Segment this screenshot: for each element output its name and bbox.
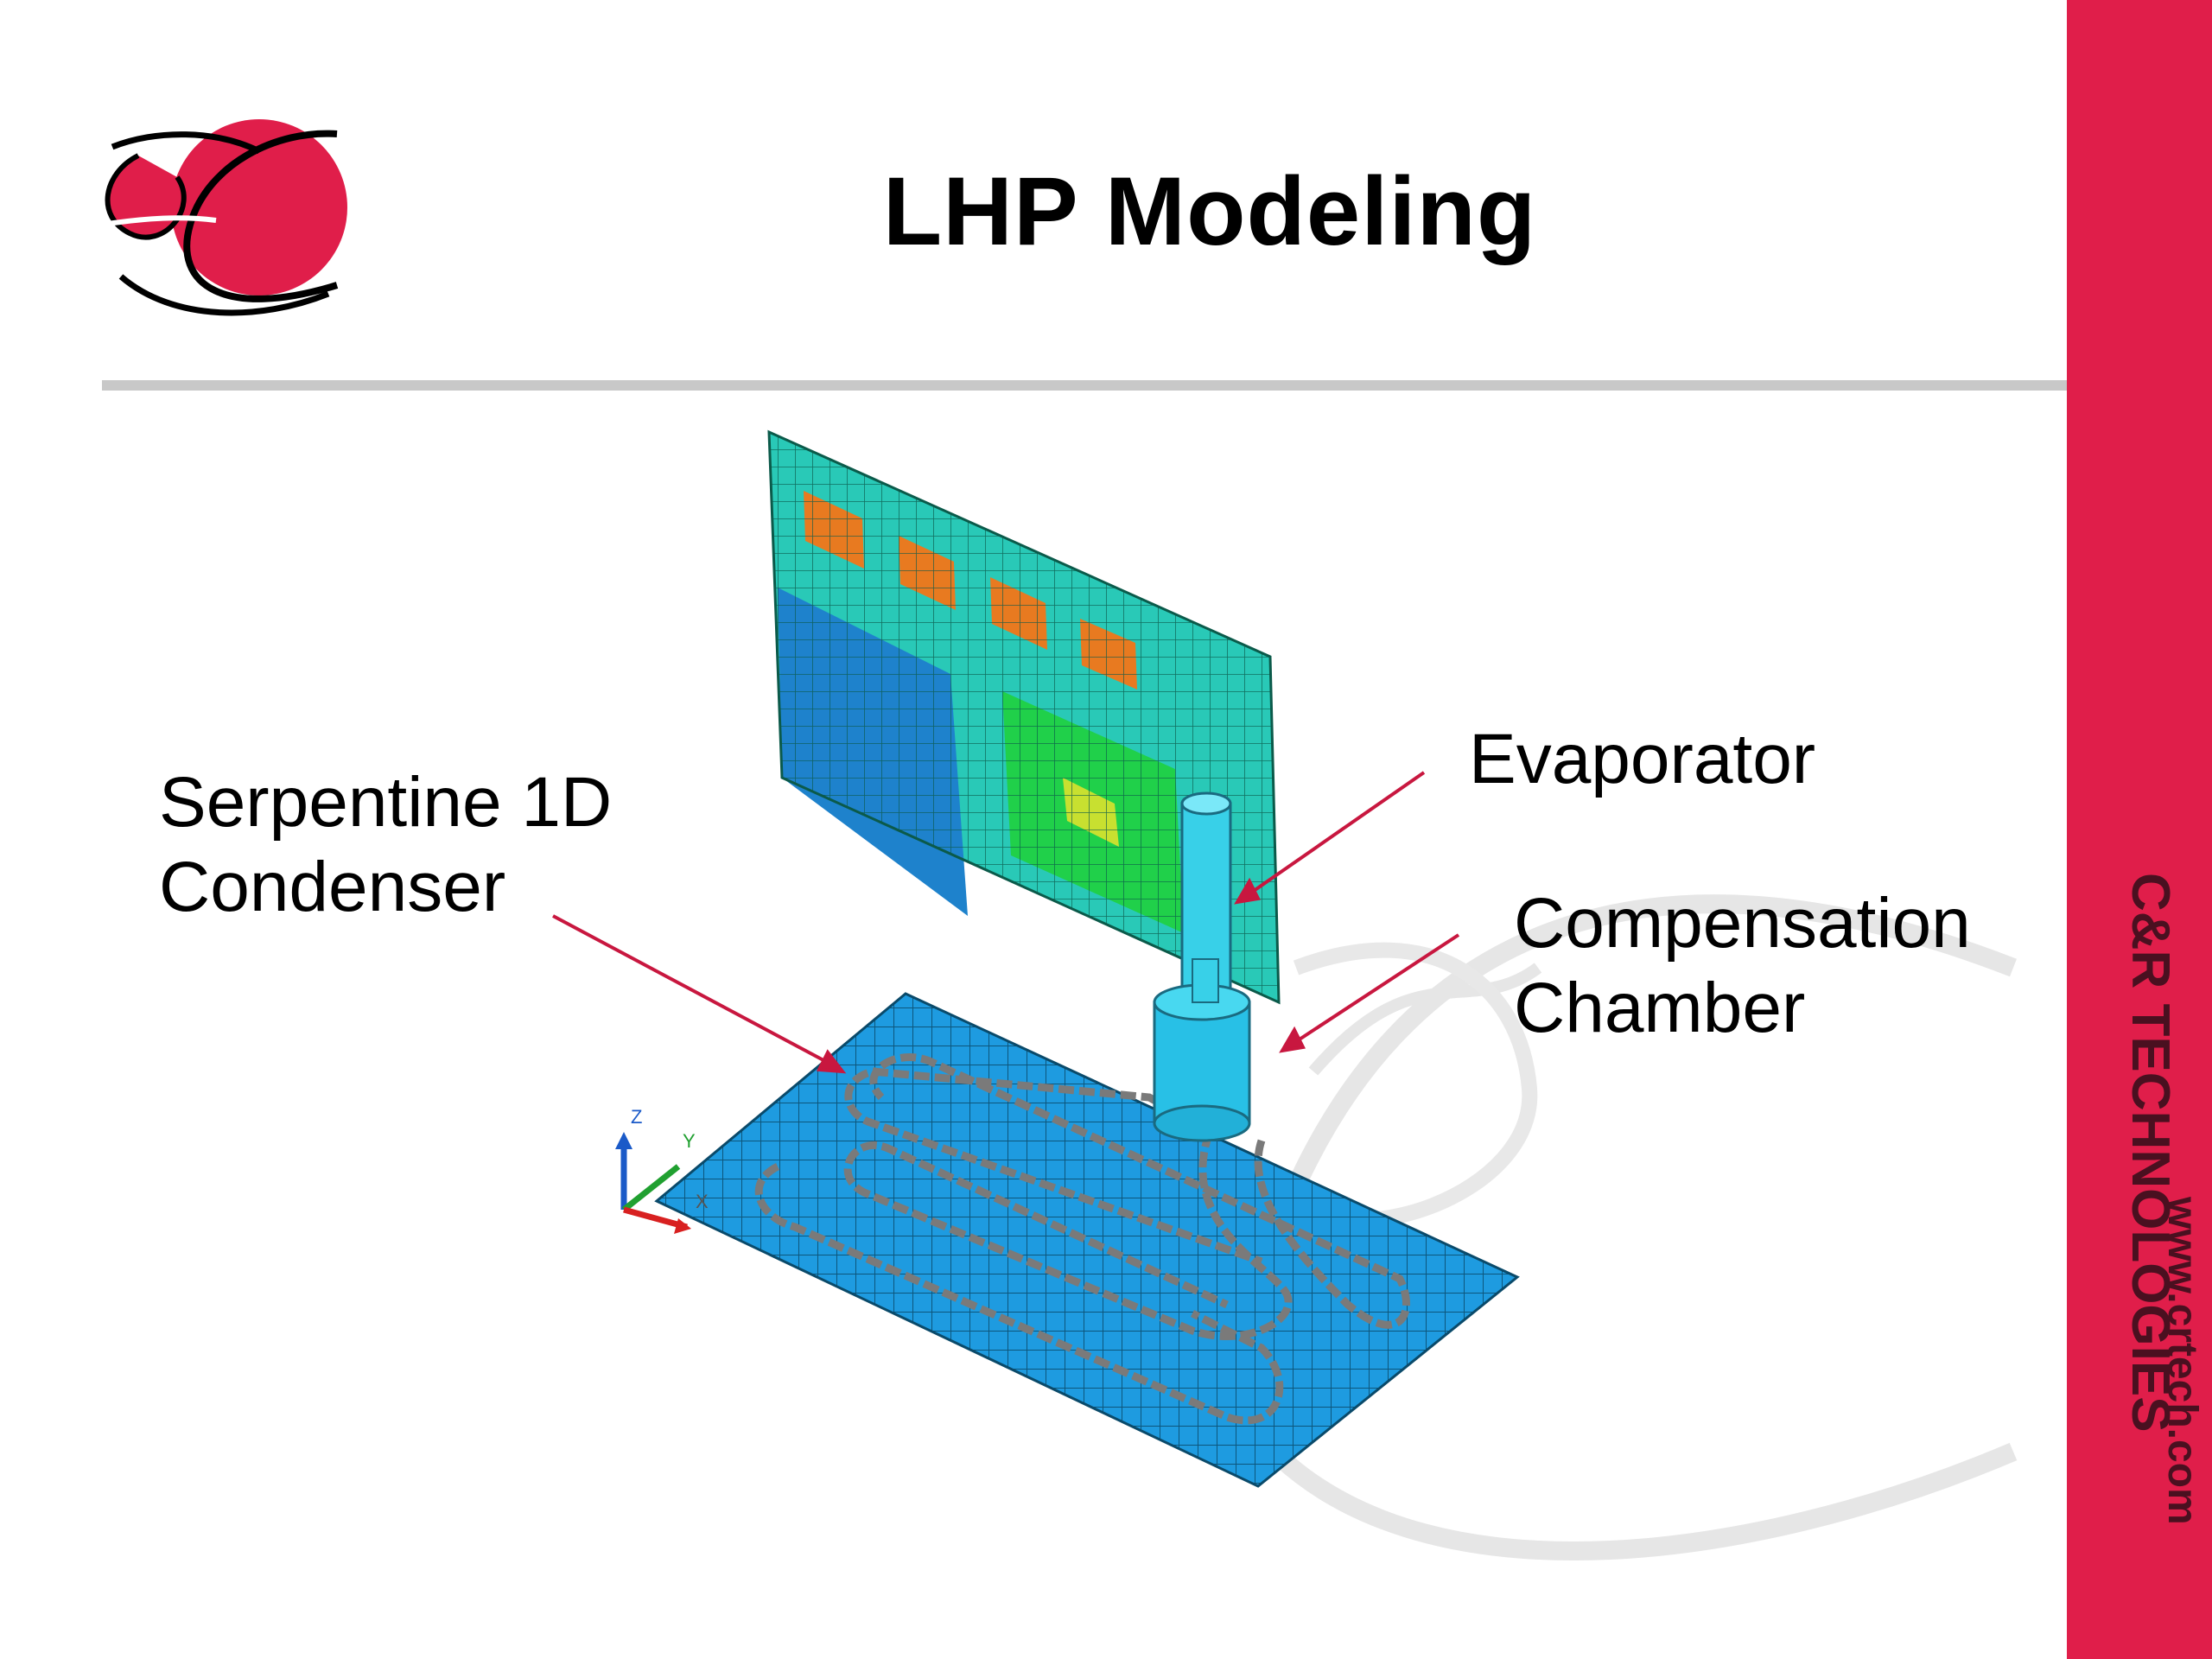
compensation-arrow (1286, 933, 1460, 1049)
condenser-arrow (552, 914, 837, 1069)
condenser-label-line1: Serpentine 1D (159, 763, 613, 842)
serpentine-tube (754, 1053, 1410, 1425)
axes-triad (615, 1132, 691, 1234)
condenser-label: Serpentine 1D Condenser (159, 760, 612, 930)
compensation-chamber (1153, 958, 1251, 1142)
brand-sidebar-text: C&R TECHNOLOGIES www.crtech.com (2120, 873, 2205, 1525)
axis-y-label: Y (683, 1130, 696, 1152)
compensation-chamber-label: Compensation Chamber (1514, 881, 1971, 1051)
condenser-plate (654, 992, 1520, 1488)
axis-z-label: Z (631, 1106, 642, 1128)
axis-x-label: X (696, 1191, 709, 1212)
slide-title: LHP Modeling (882, 157, 1537, 265)
heat-panel (767, 429, 1281, 1005)
title-divider (102, 380, 2067, 391)
evaporator-label: Evaporator (1469, 720, 1816, 798)
evaporator-arrow (1241, 771, 1426, 900)
compensation-label-line2: Chamber (1514, 969, 1806, 1047)
condenser-label-line2: Condenser (159, 848, 506, 926)
callout-arrows (552, 771, 1460, 1074)
company-name: C&R TECHNOLOGIES (2120, 873, 2180, 1433)
evaporator-cylinder (1180, 791, 1232, 1004)
brand-sidebar: C&R TECHNOLOGIES www.crtech.com (2067, 0, 2212, 1659)
compensation-label-line1: Compensation (1514, 884, 1971, 963)
company-website: www.crtech.com (2159, 1196, 2205, 1525)
